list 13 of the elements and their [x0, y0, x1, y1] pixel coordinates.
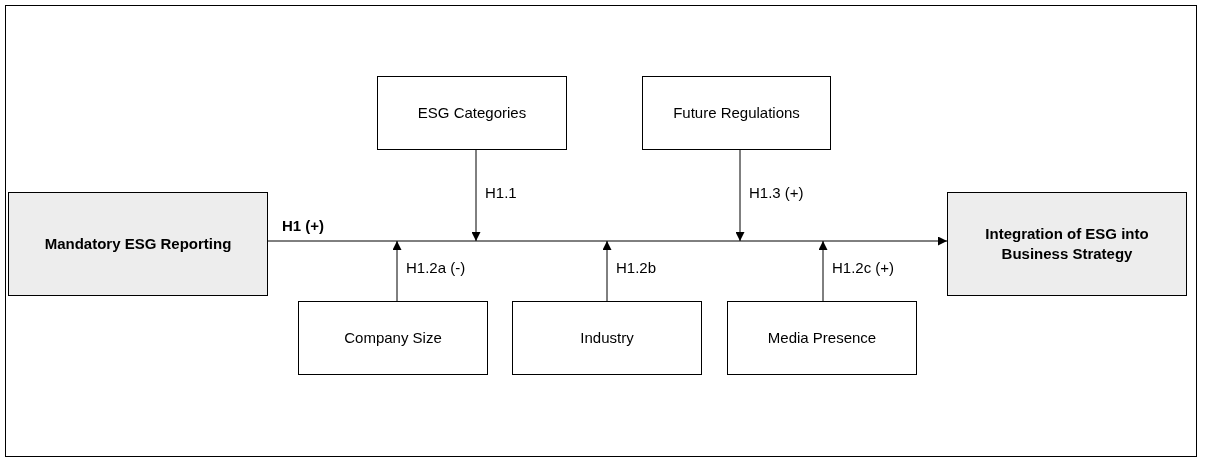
arrow: [735, 149, 745, 242]
arrow: [602, 240, 612, 302]
moderator-box: Media Presence: [727, 301, 917, 375]
construct-box: Integration of ESG into Business Strategy: [947, 192, 1187, 296]
arrow: [267, 236, 948, 246]
moderator-box: ESG Categories: [377, 76, 567, 150]
construct-box: Mandatory ESG Reporting: [8, 192, 268, 296]
arrow: [818, 240, 828, 302]
moderator-box: Company Size: [298, 301, 488, 375]
moderator-box: Industry: [512, 301, 702, 375]
moderator-box: Future Regulations: [642, 76, 831, 150]
arrow: [392, 240, 402, 302]
arrow: [471, 149, 481, 242]
